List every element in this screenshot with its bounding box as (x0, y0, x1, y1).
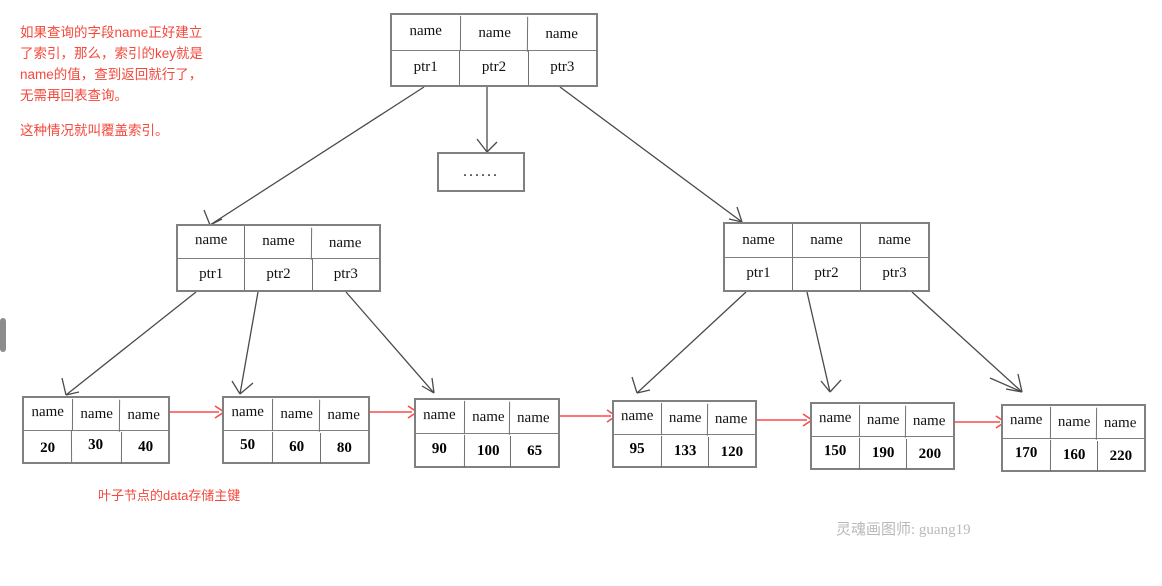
leaf-key-cell: name (818, 410, 852, 427)
leaf-data-caption: 叶子节点的data存储主键 (98, 488, 241, 503)
internal-key-cell: name (792, 224, 860, 257)
leaf-data-cell: 65 (510, 435, 558, 468)
leaf-key-cell: name (1009, 412, 1043, 429)
root-pointers-row: ptr1 ptr2 ptr3 (392, 50, 596, 85)
leaf-data-row: 95 133 120 (614, 435, 755, 468)
leaf-data-row: 150 190 200 (812, 437, 953, 470)
edge-right-internal-to-leaf4 (636, 291, 747, 394)
scrollbar-thumb[interactable] (0, 318, 6, 352)
internal-pointers-row: ptr1 ptr2 ptr3 (725, 257, 928, 290)
leaf-key-cell: name (706, 403, 755, 436)
leaf-data-cell: 50 (240, 436, 256, 453)
internal-key-cell: name (244, 226, 311, 258)
leaf-key-cell: name (661, 402, 709, 435)
ellipsis-node[interactable]: ...... (437, 152, 525, 192)
internal-key-cell: name (742, 231, 775, 248)
leaf-node[interactable]: name name name 150 190 200 (810, 402, 955, 470)
leaf-keys-row: name name name (224, 398, 368, 432)
root-key-cell: name (460, 15, 529, 51)
author-watermark: 灵魂画图师: guang19 (836, 522, 971, 538)
leaf-data-cell: 190 (859, 437, 907, 470)
leaf-data-cell: 40 (120, 431, 170, 464)
leaf-node[interactable]: name name name 50 60 80 (222, 396, 370, 464)
root-node[interactable]: name name name ptr1 ptr2 ptr3 (390, 13, 598, 87)
leaf-data-cell: 90 (431, 440, 447, 457)
leaf-key-cell: name (31, 404, 64, 421)
leaf-node[interactable]: name name name 20 30 40 (22, 396, 170, 464)
leaf-key-cell: name (272, 398, 321, 431)
leaf-data-cell: 95 (629, 440, 645, 457)
covering-index-conclusion: 这种情况就叫覆盖索引。 (20, 123, 169, 138)
leaf-key-cell: name (859, 404, 907, 437)
root-keys-row: name name name (392, 15, 596, 52)
leaf-node[interactable]: name name name 95 133 120 (612, 400, 757, 468)
leaf-data-cell: 200 (905, 438, 953, 470)
leaf-key-cell: name (118, 399, 168, 432)
leaf-node[interactable]: name name name 90 100 65 (414, 398, 560, 468)
leaf-data-cell: 20 (40, 439, 56, 456)
leaf-keys-row: name name name (416, 400, 558, 435)
leaf-key-cell: name (231, 404, 264, 421)
internal-node-left[interactable]: name name name ptr1 ptr2 ptr3 (176, 224, 381, 292)
leaf-data-cell: 80 (319, 432, 368, 464)
leaf-data-cell: 120 (707, 436, 755, 468)
leaf-key-cell: name (620, 408, 654, 425)
root-pointer-cell: ptr3 (527, 50, 596, 85)
root-key-cell: name (409, 22, 442, 39)
leaf-key-cell: name (463, 400, 512, 434)
leaf-key-cell: name (904, 405, 953, 438)
internal-pointer-cell: ptr2 (792, 257, 860, 290)
leaf-data-row: 50 60 80 (224, 431, 368, 464)
leaf-key-cell: name (509, 401, 558, 435)
edge-left-internal-to-leaf3 (345, 291, 435, 394)
internal-pointer-cell: ptr3 (860, 257, 928, 290)
internal-key-cell: name (194, 232, 228, 249)
root-key-cell: name (526, 16, 596, 52)
leaf-keys-row: name name name (24, 398, 168, 432)
leaf-data-row: 90 100 65 (416, 434, 558, 468)
leaf-data-cell: 30 (71, 429, 120, 462)
leaf-node[interactable]: name name name 170 160 220 (1001, 404, 1146, 472)
leaf-key-cell: name (1095, 407, 1144, 440)
leaf-data-cell: 100 (463, 434, 512, 468)
leaf-keys-row: name name name (614, 402, 755, 436)
leaf-data-row: 20 30 40 (24, 429, 170, 464)
leaf-data-cell: 220 (1096, 440, 1144, 472)
leaf-keys-row: name name name (1003, 406, 1144, 440)
internal-key-cell: name (310, 227, 379, 260)
internal-keys-row: name name name (178, 226, 379, 260)
internal-pointer-cell: ptr1 (746, 265, 771, 282)
internal-node-right[interactable]: name name name ptr1 ptr2 ptr3 (723, 222, 930, 292)
edge-root-to-left-internal (209, 86, 425, 226)
internal-pointer-cell: ptr3 (311, 258, 379, 290)
leaf-data-cell: 150 (823, 442, 847, 459)
internal-key-cell: name (860, 224, 928, 257)
leaf-keys-row: name name name (812, 404, 953, 438)
root-pointer-cell: ptr2 (459, 50, 527, 85)
leaf-data-cell: 133 (661, 435, 709, 468)
edge-right-internal-to-leaf5 (806, 291, 831, 393)
leaf-key-cell: name (423, 406, 456, 423)
edge-left-internal-to-leaf1 (65, 291, 197, 396)
internal-pointer-cell: ptr2 (244, 258, 311, 290)
edge-root-to-right-internal (559, 86, 743, 223)
leaf-data-row: 170 160 220 (1003, 439, 1144, 472)
leaf-key-cell: name (318, 399, 368, 432)
leaf-data-cell: 60 (272, 431, 321, 464)
edge-left-internal-to-leaf2 (239, 291, 259, 395)
leaf-key-cell: name (72, 398, 121, 431)
root-pointer-cell: ptr1 (413, 59, 438, 76)
ellipsis-label: ...... (463, 163, 499, 180)
internal-pointers-row: ptr1 ptr2 ptr3 (178, 258, 379, 290)
internal-pointer-cell: ptr1 (199, 265, 224, 282)
internal-keys-row: name name name (725, 224, 928, 258)
leaf-data-cell: 160 (1050, 439, 1098, 472)
leaf-key-cell: name (1050, 406, 1098, 439)
edge-right-internal-to-leaf6 (911, 291, 1023, 393)
covering-index-note: 如果查询的字段name正好建立 了索引，那么，索引的key就是 name的值，查… (20, 25, 204, 103)
leaf-data-cell: 170 (1014, 444, 1038, 461)
